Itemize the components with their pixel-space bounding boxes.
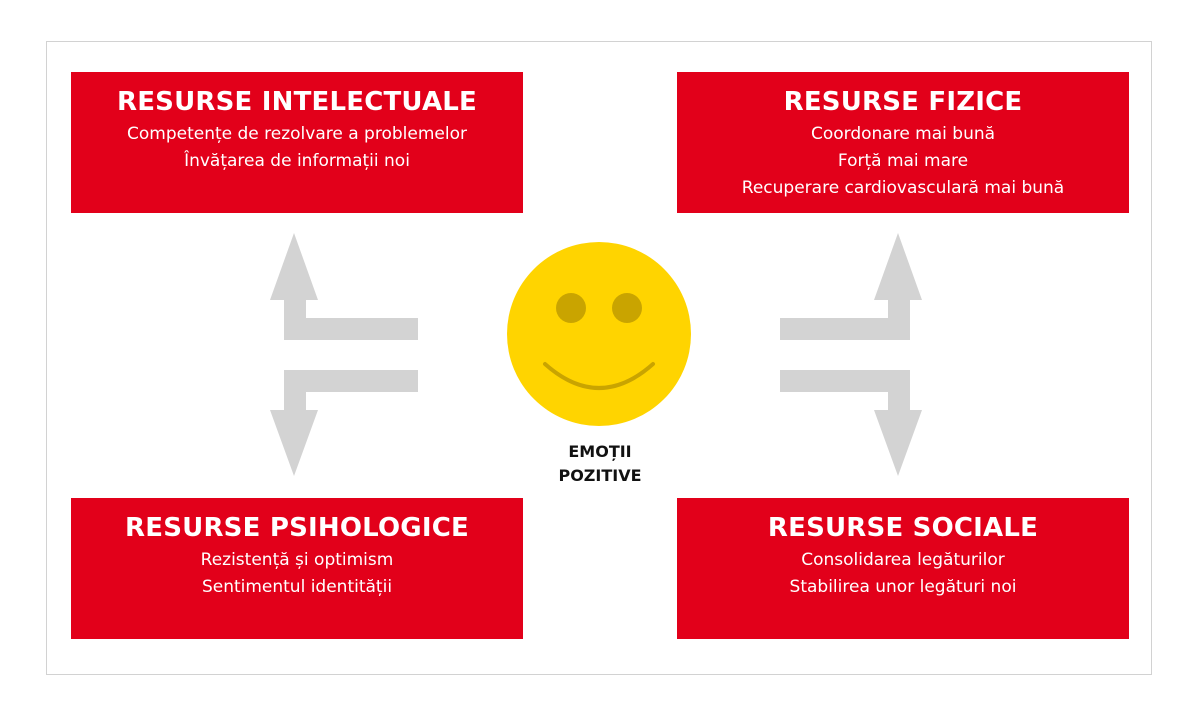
smiley-face-icon bbox=[507, 242, 691, 426]
box-lines: Competențe de rezolvare a problemelor În… bbox=[71, 121, 523, 175]
box-line: Învățarea de informații noi bbox=[184, 151, 410, 171]
arrow-down-right-icon bbox=[780, 370, 922, 476]
box-line: Stabilirea unor legături noi bbox=[789, 577, 1017, 597]
arrow-down-left-icon bbox=[270, 370, 418, 476]
box-resurse-intelectuale: RESURSE INTELECTUALE Competențe de rezol… bbox=[71, 72, 523, 213]
box-line: Recuperare cardiovasculară mai bună bbox=[741, 178, 1065, 198]
center-label-line: EMOȚII bbox=[568, 442, 632, 461]
smiley-right-eye bbox=[612, 293, 642, 323]
box-title: RESURSE FIZICE bbox=[783, 87, 1023, 117]
box-line: Competențe de rezolvare a problemelor bbox=[127, 124, 467, 144]
box-resurse-psihologice: RESURSE PSIHOLOGICE Rezistență și optimi… bbox=[71, 498, 523, 639]
smiley-face bbox=[507, 242, 691, 426]
arrow-up-left-icon bbox=[270, 233, 418, 340]
arrow-up-right-icon bbox=[780, 233, 922, 340]
smiley-left-eye bbox=[556, 293, 586, 323]
center-label-line: POZITIVE bbox=[558, 466, 642, 485]
box-lines: Coordonare mai bună Forță mai mare Recup… bbox=[677, 121, 1129, 202]
box-title: RESURSE INTELECTUALE bbox=[116, 87, 477, 117]
box-line: Sentimentul identității bbox=[201, 577, 393, 597]
box-title: RESURSE PSIHOLOGICE bbox=[125, 513, 469, 543]
box-line: Consolidarea legăturilor bbox=[801, 550, 1005, 570]
box-lines: Rezistență și optimism Sentimentul ident… bbox=[71, 547, 523, 601]
box-resurse-fizice: RESURSE FIZICE Coordonare mai bună Forță… bbox=[677, 72, 1129, 213]
center-label: EMOȚII POZITIVE bbox=[520, 440, 680, 488]
box-resurse-sociale: RESURSE SOCIALE Consolidarea legăturilor… bbox=[677, 498, 1129, 639]
box-line: Coordonare mai bună bbox=[810, 124, 996, 144]
box-line: Rezistență și optimism bbox=[200, 550, 394, 570]
box-line: Forță mai mare bbox=[837, 151, 969, 171]
box-title: RESURSE SOCIALE bbox=[767, 513, 1039, 543]
smiley-mouth bbox=[543, 362, 655, 390]
box-lines: Consolidarea legăturilor Stabilirea unor… bbox=[677, 547, 1129, 601]
